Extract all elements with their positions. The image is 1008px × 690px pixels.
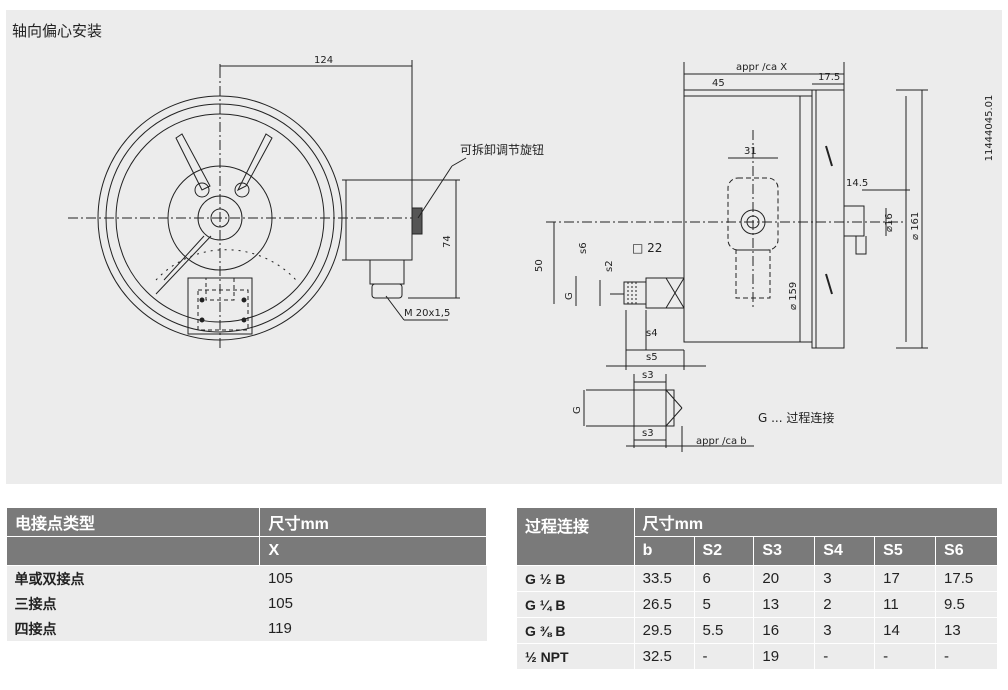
table-row: G ⅜ B 29.5 5.5 16 3 14 13 — [516, 617, 998, 644]
table-row: G ½ B 33.5 6 20 3 17 17.5 — [516, 565, 998, 592]
dim-appr-x: appr /ca X — [736, 62, 787, 73]
value-cell: 3 — [814, 565, 876, 592]
value-cell: 19 — [753, 643, 816, 670]
table-row: 单或双接点 105 — [6, 565, 487, 591]
contact-table-header-dim: 尺寸mm — [259, 507, 487, 537]
dim-124: 124 — [314, 55, 333, 66]
value-cell: - — [693, 643, 755, 670]
dim-s4: s4 — [646, 328, 658, 339]
process-connection-note: G ... 过程连接 — [758, 410, 834, 425]
value-cell: 5.5 — [693, 617, 755, 644]
side-view-gauge — [546, 62, 928, 452]
contact-table-subheader-blank — [5, 536, 261, 566]
value-cell: 17.5 — [935, 565, 998, 592]
process-table-subheader-s4: S4 — [814, 536, 876, 566]
value-cell: 11 — [874, 591, 937, 618]
value-cell: 33.5 — [633, 565, 695, 592]
document-number: 11444045.01 — [984, 95, 995, 162]
dim-45: 45 — [712, 78, 725, 89]
value-cell: 6 — [693, 565, 755, 592]
dim-phi159: ⌀ 159 — [788, 282, 799, 310]
value-cell: 29.5 — [633, 617, 695, 644]
connection-cell: G ½ B — [516, 565, 635, 592]
dim-17-5: 17.5 — [818, 72, 840, 83]
contact-table-header-type: 电接点类型 — [5, 507, 261, 537]
value-cell: 26.5 — [633, 591, 695, 618]
dimension-x-cell: 119 — [259, 616, 487, 641]
dim-74: 74 — [442, 235, 453, 248]
contact-type-cell: 三接点 — [6, 591, 260, 616]
table-row: 四接点 119 — [6, 616, 487, 641]
value-cell: - — [935, 643, 998, 670]
dimension-x-cell: 105 — [259, 565, 487, 591]
value-cell: 13 — [935, 617, 998, 644]
contact-type-cell: 单或双接点 — [6, 565, 260, 591]
table-row: G ¼ B 26.5 5 13 2 11 9.5 — [516, 591, 998, 618]
table-row: ½ NPT 32.5 - 19 - - - — [516, 643, 998, 670]
technical-drawing: 124 74 可拆卸调节旋钮 M 20x1,5 appr /ca X 45 17… — [68, 55, 995, 452]
process-table-subheader-s3: S3 — [753, 536, 816, 566]
dim-appr-b: appr /ca b — [696, 436, 747, 447]
process-table-subheader-s5: S5 — [874, 536, 937, 566]
value-cell: - — [874, 643, 937, 670]
thread-m20: M 20x1,5 — [404, 308, 450, 319]
dim-g-top: G — [564, 292, 575, 300]
process-table-subheader-s6: S6 — [935, 536, 998, 566]
process-table-subheader-s2: S2 — [693, 536, 755, 566]
process-connection-table: 过程连接 尺寸mm b S2 S3 S4 S5 S6 G ½ B 33.5 6 … — [516, 507, 999, 670]
value-cell: 2 — [814, 591, 876, 618]
contact-type-table: 电接点类型 尺寸mm X 单或双接点 105 三接点 105 四接点 119 — [5, 507, 487, 641]
connection-cell: G ¼ B — [516, 591, 635, 618]
wrench-size-22: □ 22 — [632, 241, 662, 255]
dim-14-5: 14.5 — [846, 178, 868, 189]
connection-cell: G ⅜ B — [516, 617, 635, 644]
front-view-gauge — [68, 60, 467, 350]
dim-31: 31 — [744, 146, 757, 157]
value-cell: 17 — [874, 565, 937, 592]
process-table-header-dim: 尺寸mm — [633, 507, 999, 537]
table-row: 三接点 105 — [6, 591, 487, 616]
dim-50: 50 — [534, 259, 545, 272]
value-cell: 5 — [693, 591, 755, 618]
knob-note: 可拆卸调节旋钮 — [460, 142, 544, 157]
value-cell: 20 — [753, 565, 816, 592]
process-table-header-connection: 过程连接 — [516, 507, 635, 566]
dim-phi16: ⌀16 — [884, 213, 895, 232]
process-table-subheader-b: b — [633, 536, 695, 566]
dimension-x-cell: 105 — [259, 591, 487, 616]
value-cell: 32.5 — [633, 643, 695, 670]
drawing-panel: 轴向偏心安装 — [6, 10, 1002, 484]
drawing-title: 轴向偏心安装 — [12, 22, 103, 40]
dim-phi161: ⌀ 161 — [910, 212, 921, 240]
dim-g-bottom: G — [572, 406, 583, 414]
connection-cell: ½ NPT — [516, 643, 635, 670]
dim-s5: s5 — [646, 352, 658, 363]
value-cell: 9.5 — [935, 591, 998, 618]
value-cell: 14 — [874, 617, 937, 644]
dim-s3-top: s3 — [642, 370, 654, 381]
dim-s3-bottom: s3 — [642, 428, 654, 439]
dim-s2: s2 — [604, 260, 615, 272]
contact-type-cell: 四接点 — [6, 616, 260, 641]
value-cell: - — [814, 643, 876, 670]
dim-s6: s6 — [578, 242, 589, 254]
value-cell: 13 — [753, 591, 816, 618]
value-cell: 3 — [814, 617, 876, 644]
contact-table-subheader-x: X — [259, 536, 487, 566]
value-cell: 16 — [753, 617, 816, 644]
